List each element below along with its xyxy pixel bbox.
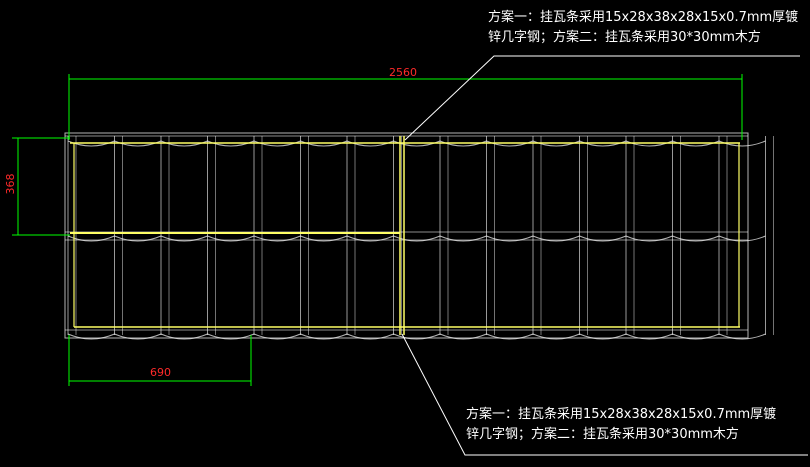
tile-spacing-label: 690 <box>150 366 171 379</box>
bottom-leader-line <box>401 333 808 456</box>
overall-width-dimension <box>68 74 743 140</box>
annotation-top-line2: 锌几字钢；方案二：挂瓦条采用30*30mm木方 <box>488 30 761 45</box>
batten-layer <box>70 136 740 335</box>
overall-width-label: 2560 <box>389 66 417 79</box>
annotation-bottom-line2: 锌几字钢；方案二：挂瓦条采用30*30mm木方 <box>466 427 739 442</box>
tile-spacing-dimension <box>68 335 252 386</box>
annotation-bottom: 方案一：挂瓦条采用15x28x38x28x15x0.7mm厚镀 锌几字钢；方案二… <box>466 405 776 445</box>
row-height-dimension <box>12 137 70 236</box>
tile-scallop-row <box>67 140 766 147</box>
tile-scallop-row <box>67 333 766 340</box>
row-height-label: 368 <box>4 173 17 195</box>
roof-panel-outline <box>64 132 749 339</box>
annotation-top-line1: 方案一：挂瓦条采用15x28x38x28x15x0.7mm厚镀 <box>488 10 799 25</box>
annotation-top: 方案一：挂瓦条采用15x28x38x28x15x0.7mm厚镀 锌几字钢；方案二… <box>488 8 798 48</box>
annotation-bottom-line1: 方案一：挂瓦条采用15x28x38x28x15x0.7mm厚镀 <box>466 407 777 422</box>
tile-scallop-row <box>67 235 766 242</box>
tile-layer <box>65 135 774 340</box>
top-leader-line <box>404 55 800 141</box>
